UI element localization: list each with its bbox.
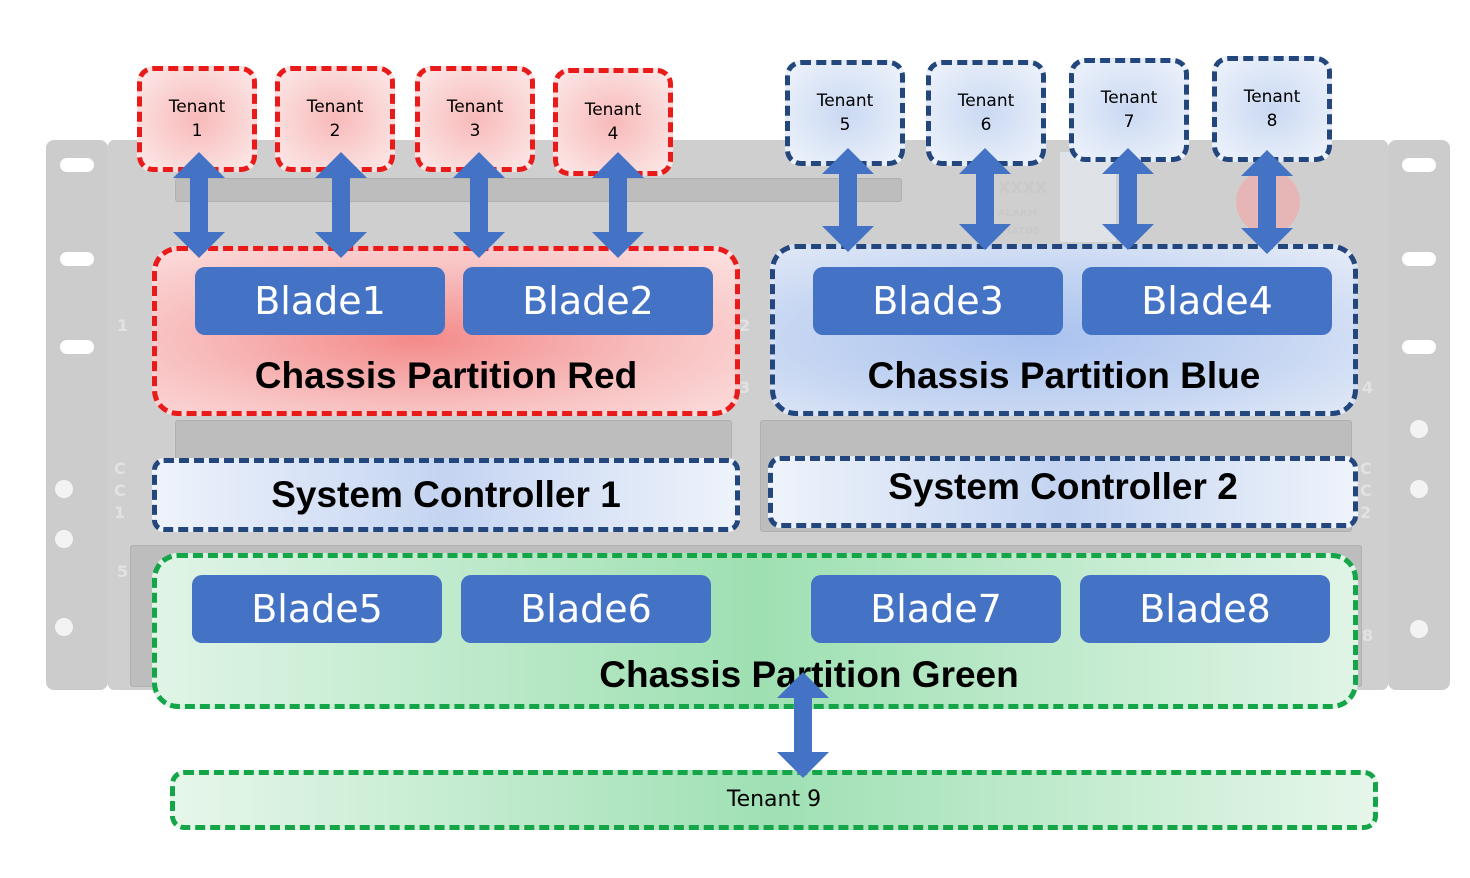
slot-number-5: 5 xyxy=(117,562,129,581)
tenant-3-number: 3 xyxy=(469,121,481,141)
right-rack-ear xyxy=(1388,140,1450,690)
tenant-7: Tenant 7 xyxy=(1069,58,1189,162)
tenant-1: Tenant 1 xyxy=(137,66,257,172)
tenant-4-number: 4 xyxy=(607,124,619,144)
rack-hole xyxy=(1402,158,1436,172)
tenant-6-number: 6 xyxy=(980,115,992,135)
tenant-7-number: 7 xyxy=(1123,112,1135,132)
blade1: Blade1 xyxy=(195,267,445,335)
tenant-8: Tenant 8 xyxy=(1212,56,1332,162)
tenant-9-label: Tenant 9 xyxy=(726,787,822,812)
tenant-8-label: Tenant xyxy=(1243,87,1301,107)
partition-green-title: Chassis Partition Green xyxy=(599,654,1019,695)
rack-screw xyxy=(1410,620,1428,638)
tenant-2-number: 2 xyxy=(329,121,341,141)
slot-number-3: 3 xyxy=(739,378,751,397)
tenant-4: Tenant 4 xyxy=(553,68,673,176)
blade4: Blade4 xyxy=(1082,267,1332,335)
cc1-label: CC1 xyxy=(114,459,126,522)
tenant-5-label: Tenant xyxy=(816,91,874,111)
f5-logo xyxy=(1236,170,1300,234)
tenant-5-number: 5 xyxy=(839,115,851,135)
rack-hole xyxy=(60,340,94,354)
lcd-screen xyxy=(1060,152,1116,242)
tenant-2-label: Tenant xyxy=(306,97,364,117)
tenant-8-number: 8 xyxy=(1266,111,1278,131)
model-label: XXXX xyxy=(998,178,1048,197)
rack-screw xyxy=(1410,480,1428,498)
chassis-slot xyxy=(175,178,902,202)
tenant-5: Tenant 5 xyxy=(785,60,905,166)
tenant-1-number: 1 xyxy=(191,121,203,141)
partition-red-title: Chassis Partition Red xyxy=(254,355,638,396)
rack-screw xyxy=(55,480,73,498)
chassis-partition-red: Blade1 Blade2 Chassis Partition Red xyxy=(152,246,740,416)
slot-number-1: 1 xyxy=(117,316,129,335)
rack-hole xyxy=(60,252,94,266)
blade2: Blade2 xyxy=(463,267,713,335)
tenant-3: Tenant 3 xyxy=(415,66,535,172)
left-rack-ear xyxy=(46,140,108,690)
alarm-label: ALARM xyxy=(998,208,1038,219)
rack-screw xyxy=(1410,420,1428,438)
slot-number-8: 8 xyxy=(1362,626,1374,645)
slot-number-4: 4 xyxy=(1362,378,1374,397)
blade5: Blade5 xyxy=(192,575,442,643)
rack-hole xyxy=(1402,340,1436,354)
rack-screw xyxy=(55,530,73,548)
rack-screw xyxy=(55,618,73,636)
rack-hole xyxy=(1402,252,1436,266)
tenant-6: Tenant 6 xyxy=(926,60,1046,166)
status-label: STATUS xyxy=(998,226,1041,237)
tenant-4-label: Tenant xyxy=(584,100,642,120)
system-controller-2: System Controller 2 xyxy=(768,456,1358,528)
tenant-7-label: Tenant xyxy=(1100,88,1158,108)
tenant-3-label: Tenant xyxy=(446,97,504,117)
partition-blue-title: Chassis Partition Blue xyxy=(867,355,1261,396)
blade7: Blade7 xyxy=(811,575,1061,643)
tenant-6-label: Tenant xyxy=(957,91,1015,111)
chassis-partition-green: Blade5 Blade6 Blade7 Blade8 Chassis Part… xyxy=(152,553,1358,709)
system-controller-1: System Controller 1 xyxy=(152,458,740,532)
cc2-label: CC2 xyxy=(1360,459,1372,522)
blade8: Blade8 xyxy=(1080,575,1330,643)
blade6: Blade6 xyxy=(461,575,711,643)
rack-hole xyxy=(60,158,94,172)
tenant-1-label: Tenant xyxy=(168,97,226,117)
tenant-2: Tenant 2 xyxy=(275,66,395,172)
tenant-9: Tenant 9 xyxy=(170,770,1378,830)
slot-number-2: 2 xyxy=(739,316,751,335)
blade3: Blade3 xyxy=(813,267,1063,335)
chassis-partition-blue: Blade3 Blade4 Chassis Partition Blue xyxy=(770,244,1358,416)
